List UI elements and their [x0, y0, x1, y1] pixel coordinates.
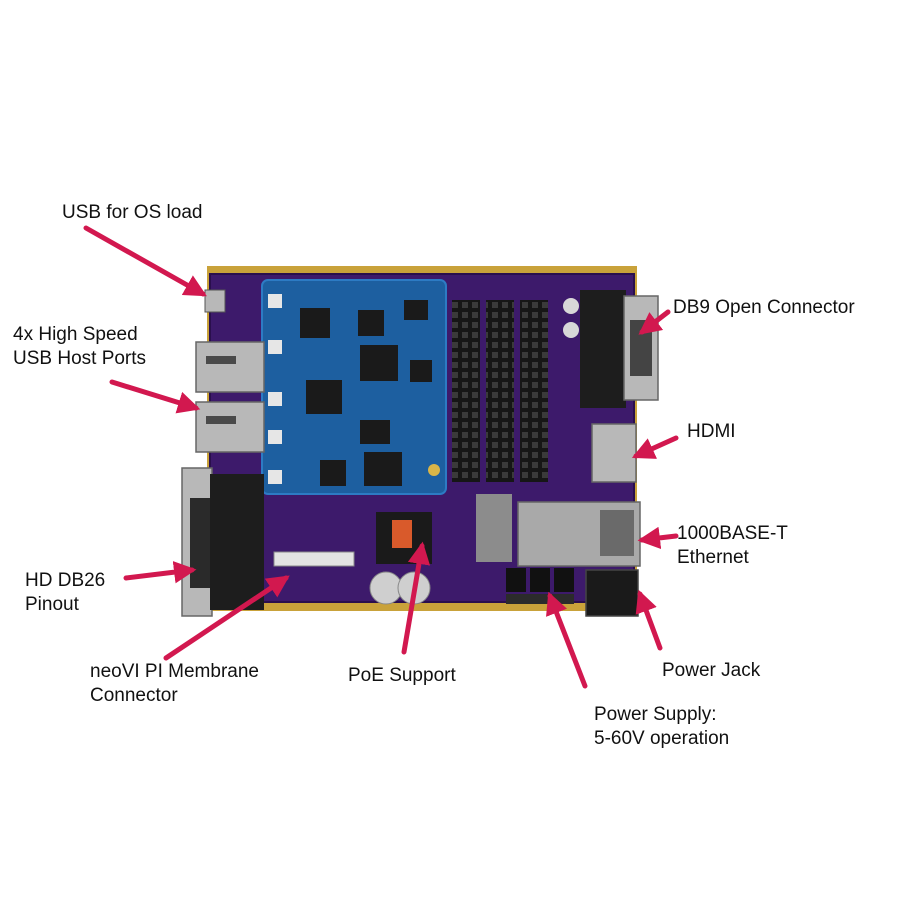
hdmi-port-icon: [591, 423, 637, 483]
callout-arrows: [83, 225, 679, 689]
label-hd-db26: HD DB26 Pinout: [25, 569, 105, 617]
label-line: Ethernet: [677, 547, 749, 568]
membrane-connector-icon: [273, 551, 355, 567]
label-line: Pinout: [25, 594, 79, 615]
db9-connector-icon: [563, 290, 659, 408]
arrow-poe: [401, 541, 431, 655]
arrow-db9: [638, 309, 671, 335]
label-line: DB9 Open Connector: [673, 297, 855, 318]
label-line: HD DB26: [25, 570, 106, 591]
arrow-usb-os: [83, 225, 207, 297]
label-line: USB Host Ports: [13, 348, 147, 369]
arrow-usb-host: [109, 379, 201, 414]
label-line: USB for OS load: [62, 202, 203, 223]
label-poe-support: PoE Support: [348, 664, 456, 688]
label-ethernet: 1000BASE-T Ethernet: [677, 522, 788, 570]
power-supply-parts: [506, 568, 574, 604]
rj45-port-icon: [476, 494, 641, 567]
usb-a-port-icon: [195, 341, 265, 453]
label-line: HDMI: [687, 421, 736, 442]
label-power-supply: Power Supply: 5-60V operation: [594, 703, 729, 751]
poe-transformer-icon: [369, 512, 432, 605]
label-line: Connector: [90, 685, 178, 706]
label-line: Power Jack: [662, 660, 761, 681]
pin-header-icon: [452, 300, 548, 482]
dc-power-jack-icon: [585, 569, 639, 617]
label-line: PoE Support: [348, 665, 456, 686]
label-line: 1000BASE-T: [677, 523, 788, 544]
arrow-membrane: [163, 575, 290, 661]
label-hdmi: HDMI: [687, 420, 736, 444]
arrow-power-jack: [635, 589, 663, 651]
label-line: neoVI PI Membrane: [90, 661, 259, 682]
arrow-power-supply: [546, 591, 588, 689]
label-line: 5-60V operation: [594, 728, 730, 749]
label-membrane-connector: neoVI PI Membrane Connector: [90, 660, 259, 708]
arrow-db26: [123, 560, 197, 584]
compute-module: [261, 279, 447, 495]
arrow-hdmi: [631, 435, 679, 459]
db26-connector-icon: [181, 467, 264, 617]
label-line: Power Supply:: [594, 704, 717, 725]
label-usb-os-load: USB for OS load: [62, 201, 202, 225]
label-usb-host-ports: 4x High Speed USB Host Ports: [13, 323, 146, 371]
label-line: 4x High Speed: [13, 324, 138, 345]
label-power-jack: Power Jack: [662, 659, 760, 683]
micro-usb-port-icon: [204, 289, 226, 313]
label-db9-open-connector: DB9 Open Connector: [673, 296, 855, 320]
arrow-ethernet: [637, 526, 679, 550]
